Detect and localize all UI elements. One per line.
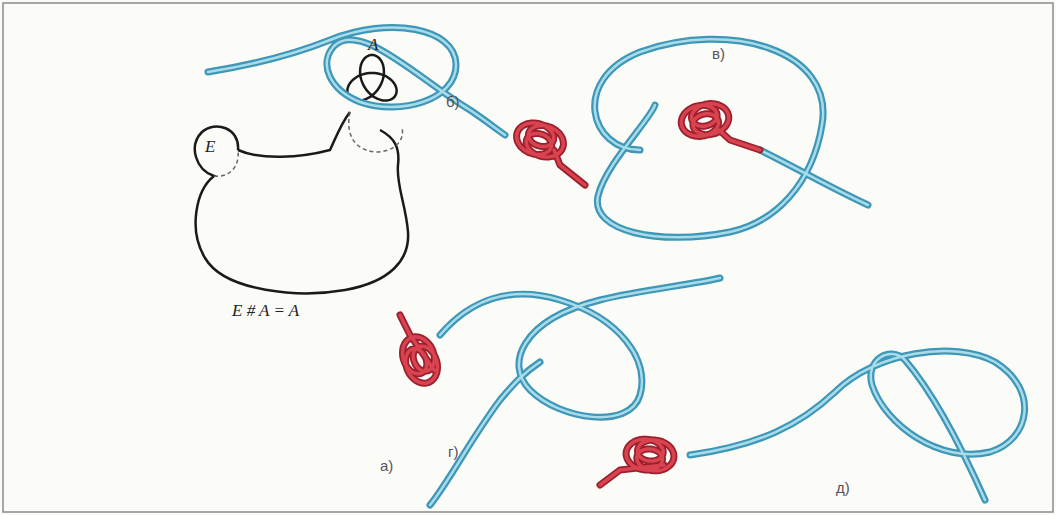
rope [208, 28, 1025, 505]
panel-label: а) [380, 458, 393, 473]
knot-strand [600, 439, 674, 485]
panel-label: г) [448, 444, 458, 459]
knot-strand [400, 315, 438, 383]
knot-strand [681, 104, 760, 150]
dashed-ball [214, 112, 403, 176]
panel-label: в) [712, 46, 725, 61]
panel-label: б) [446, 94, 460, 109]
knot-strand [400, 315, 438, 383]
formula: E # A = A [232, 302, 299, 319]
knot-strand [517, 123, 585, 185]
knot-strand [681, 104, 760, 150]
sum-outline [195, 112, 408, 293]
knot-label: A [368, 36, 378, 53]
knot-label: E [205, 138, 215, 155]
knot-strand [517, 123, 585, 185]
frame [3, 3, 1053, 512]
knot-strand [600, 439, 674, 485]
figure-eight-knot [400, 104, 760, 485]
panel-label: д) [836, 480, 850, 495]
trefoil-knot [347, 55, 396, 101]
